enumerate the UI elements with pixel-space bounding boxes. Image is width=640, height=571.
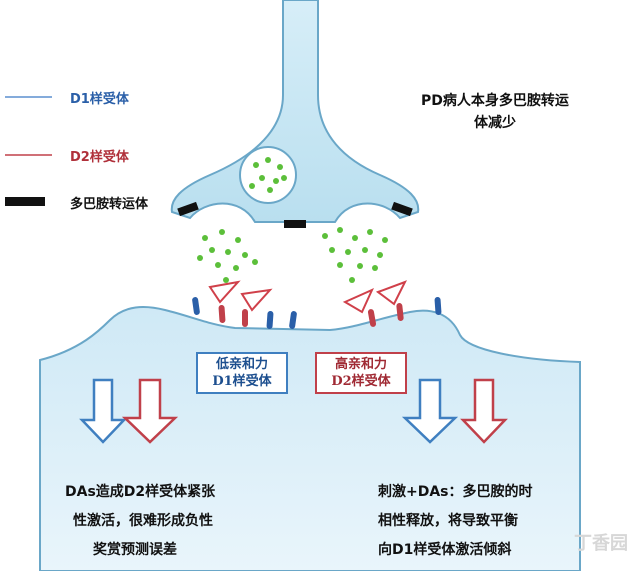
dopamine-dot (267, 187, 273, 193)
d1-receptor (434, 297, 442, 315)
dopamine-dot (219, 229, 225, 235)
dopamine-dot (259, 175, 265, 181)
dopamine-dot (223, 277, 229, 283)
dopamine-dot (277, 164, 283, 170)
dopamine-dot (225, 249, 231, 255)
watermark: 丁香园 (574, 533, 628, 554)
dopamine-molecules (197, 157, 388, 283)
d2-receptor (218, 305, 226, 323)
legend-transporter-label: 多巴胺转运体 (70, 197, 149, 212)
note-line-2: 体减少 (474, 115, 516, 131)
right-line-3: 向D1样受体激活倾斜 (378, 542, 512, 558)
note-text: PD病人本身多巴胺转运 体减少 (395, 90, 595, 134)
legend-d2-label: D2样受体 (70, 150, 129, 165)
right-line-2: 相性释放，将导致平衡 (378, 513, 518, 529)
dopamine-dot (252, 259, 258, 265)
dopamine-dot (382, 237, 388, 243)
dopamine-dot (322, 233, 328, 239)
high-affinity-line-1: 高亲和力 (334, 357, 387, 372)
dopamine-dot (372, 265, 378, 271)
dopamine-triangles-right (342, 280, 408, 314)
dopamine-dot (197, 255, 203, 261)
dopamine-dot (377, 252, 383, 258)
d2-receptor (242, 309, 248, 327)
presynaptic-terminal (170, 0, 420, 223)
dopamine-dot (253, 162, 259, 168)
note-line-1: PD病人本身多巴胺转运 (421, 93, 569, 109)
dopamine-dot (273, 178, 279, 184)
dopamine-dot (362, 247, 368, 253)
dopamine-dot (345, 249, 351, 255)
d1-receptor (266, 311, 274, 329)
dopamine-dot (233, 265, 239, 271)
dopamine-dot (337, 262, 343, 268)
postsynaptic-neuron (39, 306, 581, 571)
dopamine-dot (235, 237, 241, 243)
arrow-right-d1 (401, 378, 459, 444)
dopamine-dot (349, 277, 355, 283)
d1-receptor (289, 311, 297, 329)
right-explanation: 刺激+DAs：多巴胺的时 相性释放，将导致平衡 向D1样受体激活倾斜 (378, 478, 533, 565)
dopamine-dot (329, 247, 335, 253)
dopamine-dot (357, 263, 363, 269)
transporter-left (177, 201, 199, 217)
dopamine-triangles-left (208, 280, 273, 312)
arrow-left-d2 (121, 378, 179, 444)
legend-transporter-bar (5, 197, 45, 206)
right-line-1: 刺激+DAs：多巴胺的时 (378, 484, 533, 500)
dopamine-dot (337, 227, 343, 233)
vesicle (239, 146, 297, 204)
dopamine-dot (209, 247, 215, 253)
dopamine-dot (367, 229, 373, 235)
low-affinity-d1-box: 低亲和力 D1样受体 (196, 352, 288, 394)
left-line-3: 奖赏预测误差 (93, 542, 177, 558)
left-line-2: 性激活，很难形成负性 (73, 513, 213, 529)
transporter-right (391, 201, 413, 217)
dopamine-dot (281, 175, 287, 181)
dopamine-dot (249, 183, 255, 189)
dopamine-dot (202, 235, 208, 241)
legend-d1-label: D1样受体 (70, 92, 129, 107)
receptors (192, 297, 442, 329)
low-affinity-line-1: 低亲和力 (215, 357, 268, 372)
dopamine-dot (215, 262, 221, 268)
high-affinity-line-2: D2样受体 (331, 374, 391, 389)
arrow-left-d1 (79, 378, 127, 444)
dopamine-dot (242, 252, 248, 258)
left-line-1: DAs造成D2样受体紧张 (65, 484, 216, 500)
left-explanation: DAs造成D2样受体紧张 性激活，很难形成负性 奖赏预测误差 (65, 478, 215, 565)
d1-receptor (192, 297, 200, 315)
low-affinity-line-2: D1样受体 (212, 374, 272, 389)
d2-receptor (367, 309, 377, 327)
d2-receptor (396, 303, 404, 321)
dopamine-dot (265, 157, 271, 163)
high-affinity-d2-box: 高亲和力 D2样受体 (315, 352, 407, 394)
dopamine-dot (352, 235, 358, 241)
arrow-right-d2 (460, 378, 508, 444)
transporter-center (284, 220, 306, 228)
